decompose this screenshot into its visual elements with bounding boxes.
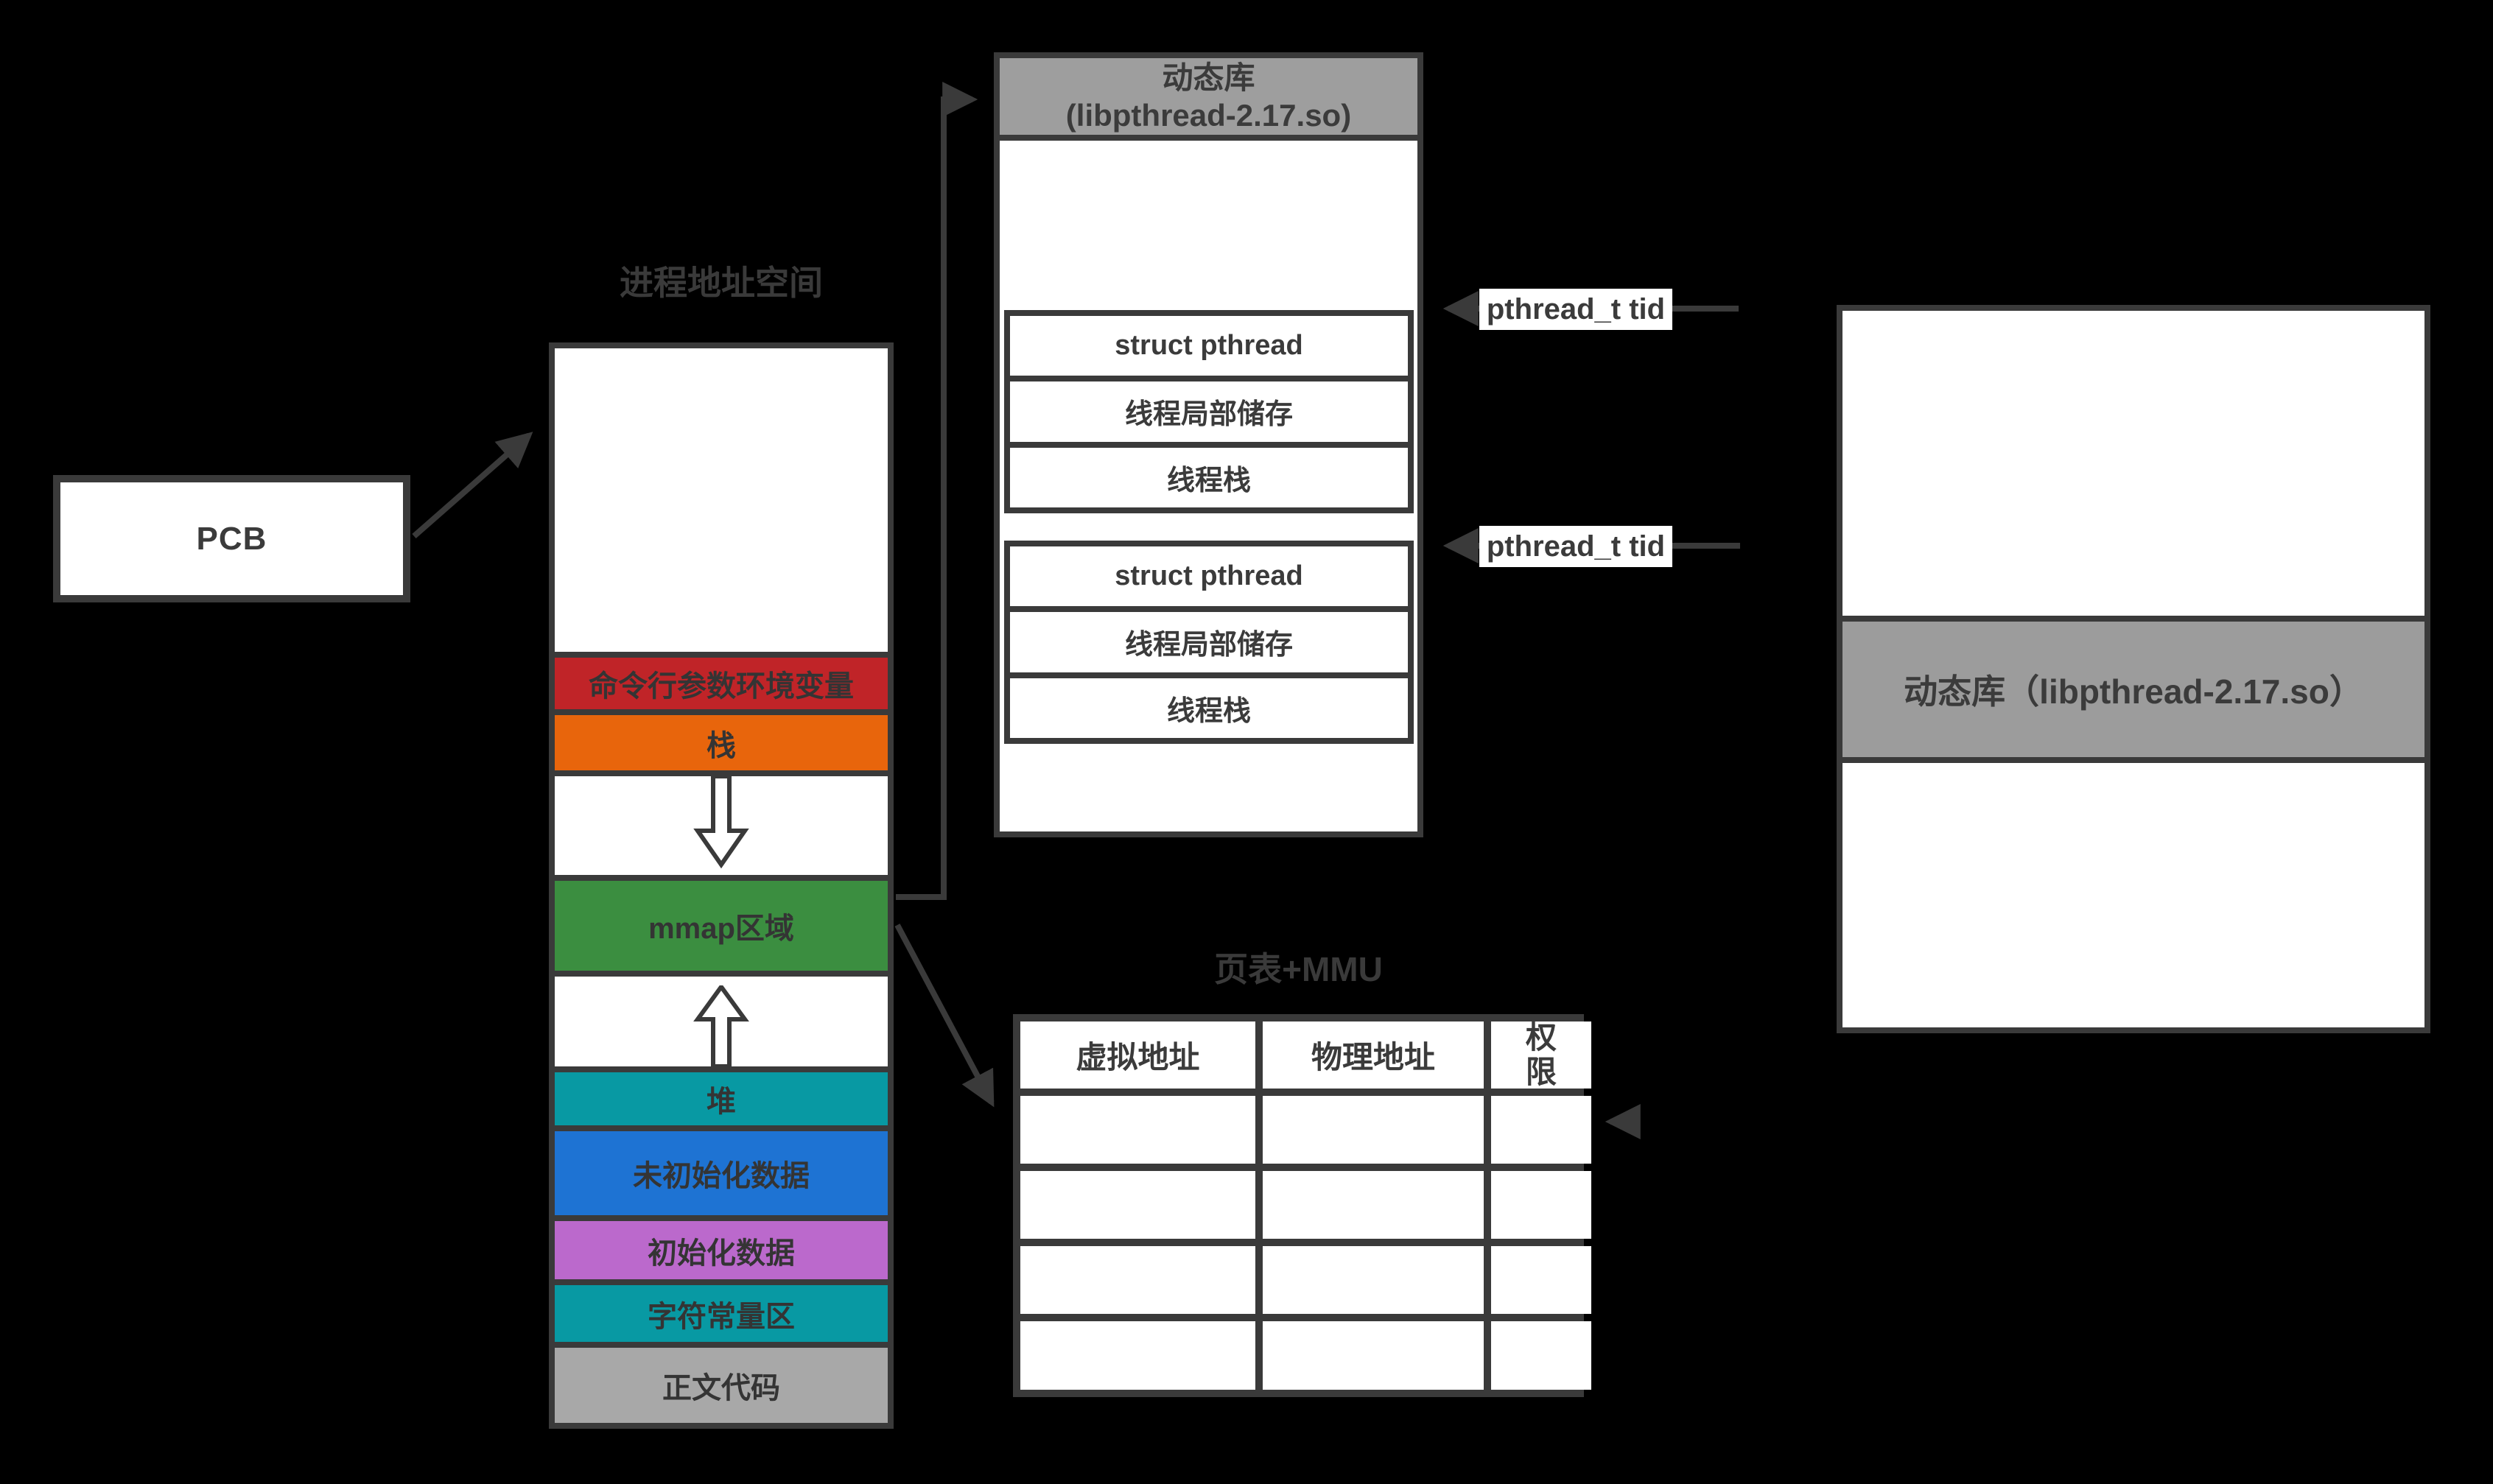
column-header-virtual-address: 虚拟地址	[1020, 1021, 1255, 1089]
segment-label: 字符常量区	[648, 1300, 795, 1333]
table-cell	[1263, 1171, 1484, 1239]
table-cell	[1020, 1246, 1255, 1314]
grow-up-arrow-icon	[693, 985, 749, 1066]
segment-cmdline-env: 命令行参数环境变量	[555, 652, 888, 709]
arrow-mmap-to-page-table	[894, 924, 995, 1108]
segment-stack: 栈	[555, 709, 888, 770]
segment-heap-growth-gap	[555, 971, 888, 1066]
segment-label: 堆	[706, 1086, 736, 1118]
table-cell	[1020, 1171, 1255, 1239]
column-header-permission: 权限	[1491, 1021, 1591, 1089]
table-cell	[1020, 1321, 1255, 1390]
table-cell	[1491, 1171, 1591, 1239]
struct-pthread-row: struct pthread	[1115, 560, 1303, 592]
table-cell	[1491, 1321, 1591, 1390]
table-cell	[1491, 1246, 1591, 1314]
pcb-label: PCB	[196, 520, 267, 557]
grow-down-arrow-icon	[693, 776, 749, 869]
header-text: 虚拟地址	[1076, 1040, 1200, 1075]
shared-library-band: 动态库（libpthread-2.17.so）	[1837, 616, 2430, 763]
segment-uninitialized-data: 未初始化数据	[555, 1125, 888, 1215]
segment-label: 栈	[706, 729, 736, 762]
thread-local-storage-row: 线程局部储存	[1010, 376, 1408, 441]
segment-free-top	[555, 348, 888, 652]
page-table-title: 页表+MMU	[1214, 950, 1383, 988]
address-space-title: 进程地址空间	[620, 264, 823, 302]
column-header-physical-address: 物理地址	[1263, 1021, 1484, 1089]
segment-stack-growth-gap	[555, 770, 888, 875]
table-cell	[1020, 1096, 1255, 1164]
dynamic-library-name: 动态库	[1162, 60, 1255, 95]
pthread-tid-label-2: pthread_t tid	[1479, 526, 1672, 567]
segment-label: 初始化数据	[648, 1237, 795, 1270]
page-table: 虚拟地址 物理地址 权限	[1013, 1014, 1591, 1397]
address-space-column: 命令行参数环境变量 栈 mmap区域 堆 未初始化数据 初始化数据 字符常量	[549, 342, 894, 1429]
segment-initialized-data: 初始化数据	[555, 1215, 888, 1279]
dynamic-library-file: (libpthread-2.17.so)	[1065, 98, 1352, 133]
dynamic-library-header: 动态库 (libpthread-2.17.so)	[1000, 58, 1417, 141]
arrow-mmap-to-dynamic-library	[896, 82, 978, 900]
segment-label: mmap区域	[648, 912, 794, 945]
segment-label: 未初始化数据	[633, 1160, 810, 1192]
thread-stack-row: 线程栈	[1010, 672, 1408, 738]
table-cell	[1263, 1246, 1484, 1314]
segment-label: 正文代码	[662, 1372, 780, 1404]
thread-block-1: struct pthread 线程局部储存 线程栈	[1004, 310, 1414, 513]
header-text: 权限	[1525, 1020, 1557, 1089]
segment-text-code: 正文代码	[555, 1342, 888, 1423]
thread-local-storage-row: 线程局部储存	[1010, 606, 1408, 672]
table-cell	[1263, 1096, 1484, 1164]
segment-label: 命令行参数环境变量	[589, 670, 854, 703]
pthread-tid-label-1: pthread_t tid	[1479, 289, 1672, 330]
table-cell	[1263, 1321, 1484, 1390]
thread-block-2: struct pthread 线程局部储存 线程栈	[1004, 541, 1414, 744]
thread-stack-row: 线程栈	[1010, 441, 1408, 507]
table-cell	[1491, 1096, 1591, 1164]
arrow-pcb-to-address-space	[412, 432, 533, 539]
struct-pthread-row: struct pthread	[1115, 330, 1303, 362]
shared-library-box: 动态库（libpthread-2.17.so）	[1837, 305, 2430, 1033]
segment-mmap-region: mmap区域	[555, 875, 888, 971]
segment-string-constants: 字符常量区	[555, 1279, 888, 1342]
segment-heap: 堆	[555, 1066, 888, 1125]
shared-library-band-label: 动态库（libpthread-2.17.so）	[1904, 672, 2363, 711]
header-text: 物理地址	[1311, 1040, 1435, 1075]
pcb-box: PCB	[53, 475, 410, 602]
